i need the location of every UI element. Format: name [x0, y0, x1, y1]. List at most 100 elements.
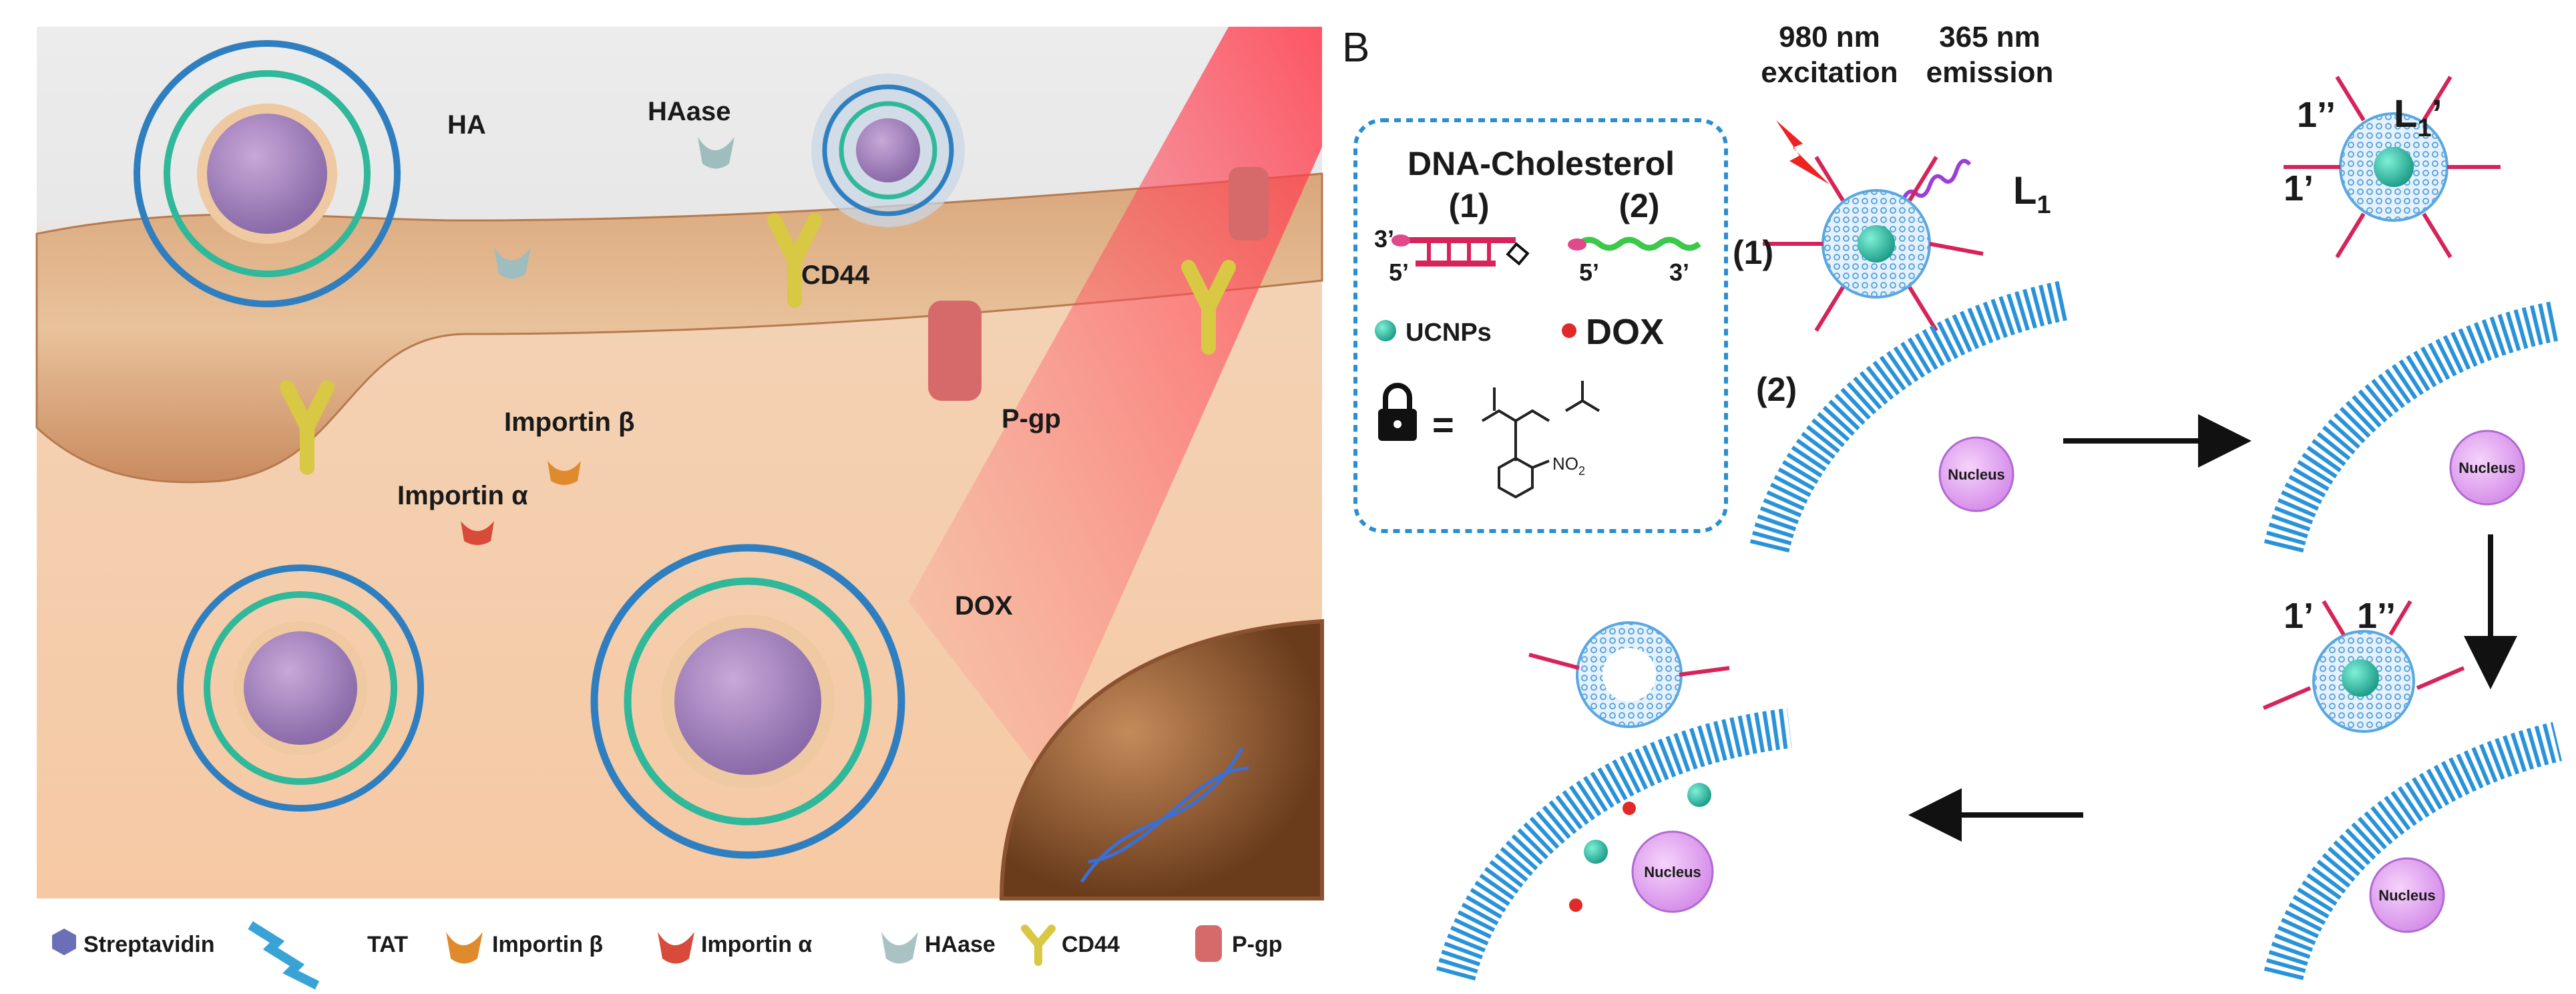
cell-nucleus [999, 619, 1324, 900]
label-l1-subscript: 1 [2036, 191, 2051, 219]
emission-label: emission [1926, 56, 2054, 89]
cell-membrane-stage-4 [1436, 708, 1792, 981]
legend-label-streptavidin: Streptavidin [83, 932, 214, 957]
label-l1: L1 [2013, 169, 2051, 219]
stage-4-particle [1528, 621, 1730, 728]
legend-label-importin-beta: Importin β [492, 932, 603, 957]
nanoparticle-top-center [811, 73, 965, 227]
cd44-receptor-right [1181, 260, 1236, 355]
excitation-label: excitation [1761, 56, 1898, 89]
importin-alpha-protein [461, 521, 494, 545]
tat-icon [248, 921, 320, 990]
legend-label-cd44: CD44 [1062, 932, 1120, 957]
importin-beta-protein [548, 461, 581, 485]
label-importin-alpha: Importin α [397, 481, 528, 510]
label-num-1: (1) [1733, 234, 1773, 271]
legend: Streptavidin TAT Importin β Importin α H… [52, 921, 1283, 990]
legend-label-importin-alpha: Importin α [701, 932, 812, 957]
panel-b-letter: B [1342, 25, 1369, 71]
label-ucnps: UCNPs [1406, 319, 1492, 347]
chemical-structure [1481, 381, 1600, 499]
cell-membrane-stage-3 [2264, 721, 2562, 981]
importin-alpha-icon [658, 932, 694, 964]
nucleus-stage-1 [1938, 436, 2014, 512]
lock-icon [1378, 383, 1417, 441]
nitro-group: NO2 [1552, 454, 1585, 478]
cholesterol-tail-icon [1568, 238, 1586, 251]
box-strand-2-label: (2) [1619, 187, 1659, 224]
equals-sign: = [1432, 403, 1454, 446]
pgp-icon [1195, 925, 1222, 962]
nucleus-stage-4 [1631, 830, 1714, 913]
haase-protein-membrane [494, 247, 531, 279]
legend-box: DNA-Cholesterol (1) (2) 3’ 5’ 5’ 3’ [1353, 118, 1728, 533]
cell-membrane-stage-1 [1749, 281, 2068, 553]
legend-label-haase: HAase [925, 932, 996, 957]
streptavidin-icon [52, 929, 76, 955]
nanoparticle-bottom-center [590, 544, 905, 859]
cell-membrane-stage-2 [2264, 301, 2561, 553]
emission-wavelength: 365 nm [1939, 21, 2041, 53]
nucleus-label-stage-3: Nucleus [2378, 887, 2436, 904]
legend-label-tat: TAT [367, 932, 408, 957]
nucleus-label-stage-1: Nucleus [1948, 466, 2005, 483]
strand-2-3prime: 3’ [1669, 259, 1689, 286]
nucleus-label-stage-4: Nucleus [1644, 864, 1701, 880]
nanoparticle-bottom-left [177, 564, 424, 812]
pgp-transporter-right [1229, 167, 1269, 240]
strand-2-icon [1577, 236, 1701, 251]
label-dox-box: DOX [1586, 312, 1664, 352]
strand-1-icon [1391, 234, 1530, 267]
dna-helix [1080, 747, 1249, 883]
label-l1p-subscript: 1 [2417, 114, 2431, 142]
strand-1-3prime: 3’ [1374, 225, 1394, 253]
haase-protein [698, 137, 734, 169]
legend-label-pgp: P-gp [1232, 932, 1283, 957]
laser-bolt-icon [1776, 120, 1830, 184]
excitation-wavelength: 980 nm [1779, 21, 1880, 53]
stage-3-particle [2262, 600, 2465, 733]
label-cd44: CD44 [801, 261, 870, 290]
stage-2-particle [2284, 75, 2501, 259]
label-importin-beta: Importin β [504, 407, 635, 437]
label-pgp: P-gp [1002, 404, 1061, 434]
nanoparticle-top-left [134, 40, 401, 307]
stage-1-particle [1763, 156, 1984, 332]
strand-1-5prime: 5’ [1389, 259, 1409, 286]
label-1p-stage-2: 1’ [2284, 168, 2314, 208]
label-l1p: L1’ [2394, 92, 2442, 142]
box-title: DNA-Cholesterol [1408, 145, 1675, 182]
strand-2-5prime: 5’ [1579, 259, 1599, 286]
nucleus-label-stage-2: Nucleus [2458, 460, 2516, 476]
box-strand-1-label: (1) [1448, 187, 1489, 224]
label-1pp-stage-3: 1’’ [2357, 596, 2396, 636]
label-num-2: (2) [1756, 371, 1797, 408]
label-1pp-stage-2: 1’’ [2297, 95, 2336, 135]
label-ha: HA [447, 110, 486, 140]
laser-beam [908, 27, 1322, 775]
label-1p-stage-3: 1’ [2284, 596, 2314, 636]
photolock-icon [1506, 242, 1530, 266]
free-dox-2 [1569, 898, 1582, 912]
nitro-group-text: NO [1552, 454, 1578, 474]
free-ucnp-2 [1584, 840, 1608, 864]
label-l1p-prime: ’ [2432, 92, 2442, 136]
panel-a: A [35, 25, 1324, 990]
dox-icon [1562, 323, 1576, 338]
nucleus-stage-3 [2369, 857, 2445, 933]
label-l1-text: L [2013, 169, 2036, 212]
free-dox-1 [1623, 802, 1636, 815]
label-l1p-text: L [2394, 92, 2417, 136]
cd44-receptor [767, 213, 822, 308]
nucleus-stage-2 [2449, 430, 2525, 506]
haase-icon [881, 932, 918, 964]
importin-beta-icon [446, 932, 483, 964]
nitro-group-subscript: 2 [1578, 464, 1585, 478]
ucnp-icon [1375, 320, 1396, 341]
cd44-icon [1021, 925, 1056, 966]
panel-b: B DNA-Cholesterol (1) (2) 3’ 5’ [1342, 21, 2562, 981]
label-haase: HAase [648, 97, 731, 126]
free-ucnp-1 [1687, 783, 1711, 807]
label-dox: DOX [955, 591, 1013, 621]
